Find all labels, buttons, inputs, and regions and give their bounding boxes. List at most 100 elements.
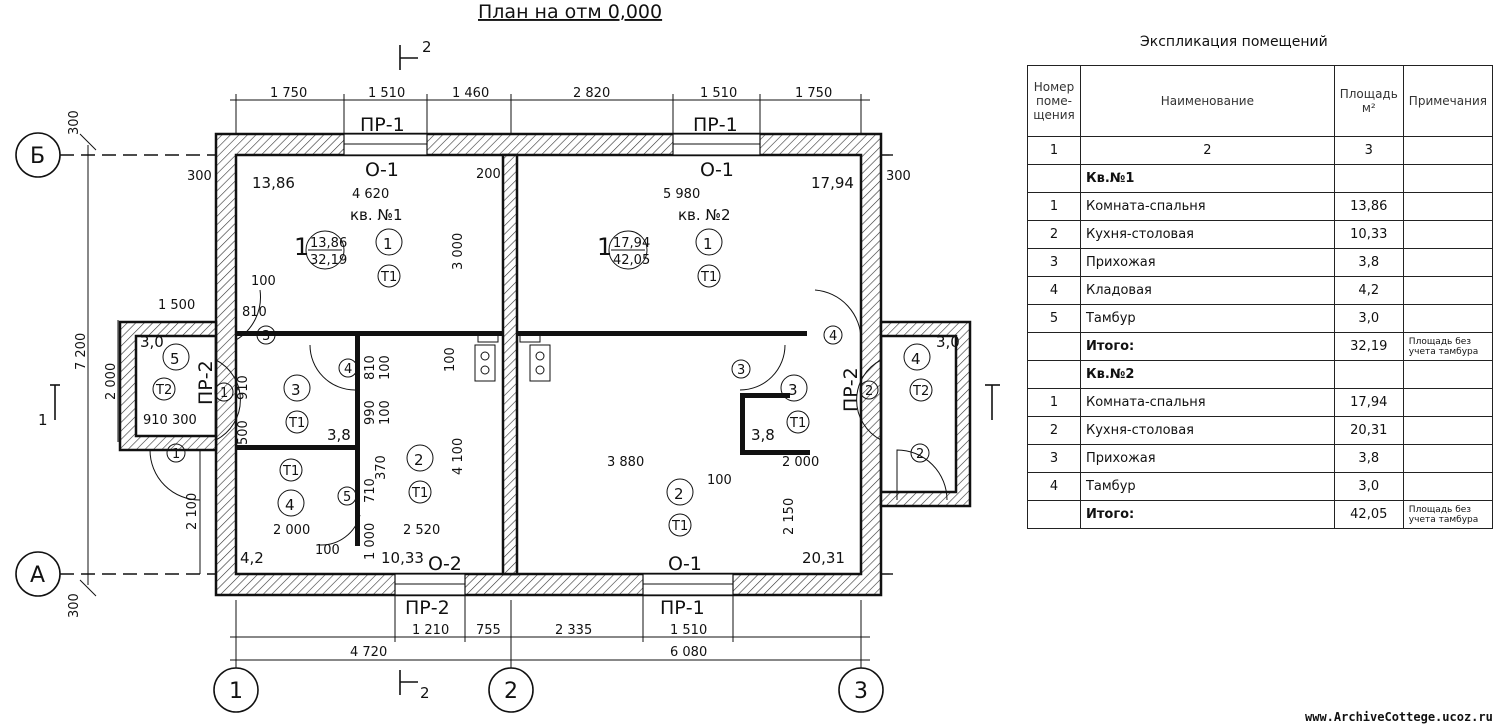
dim-1000: 1 000 [363, 523, 378, 560]
svg-text:T1: T1 [700, 270, 717, 285]
top-dim-4: 2 820 [573, 86, 610, 101]
door-swing-storage [319, 514, 361, 546]
total-row-apt2: Итого: 42,05 Площадь без учета тамбура [1027, 500, 1494, 529]
dim-5980: 5 980 [663, 187, 700, 202]
explication-header-row: Номер поме- щения Наименование Площадь м… [1027, 65, 1494, 137]
dim-810-a: 810 [242, 305, 267, 320]
room-1-apt1: 1 [375, 228, 403, 256]
table-row: 4 Тамбур 3,0 [1027, 472, 1494, 501]
axis-1-label: 1 [229, 679, 243, 704]
dim-4100: 4 100 [451, 438, 466, 475]
door-mark-5: 5 [337, 486, 357, 506]
axis-bubble-2: 2 [488, 667, 534, 713]
dim-500: 500 [236, 420, 251, 445]
apartment-2-label: кв. №2 [678, 206, 731, 224]
axis-b-label: Б [30, 144, 45, 169]
dim-300-c: 300 [172, 413, 197, 428]
party-wall [501, 153, 519, 576]
area-3-8-right: 3,8 [751, 426, 775, 444]
table-row: 1 Комната-спальня 17,94 [1027, 388, 1494, 417]
section-mark-bottom: 2 [399, 670, 430, 702]
dim-100-b: 100 [378, 355, 393, 380]
table-row: 5 Тамбур 3,0 [1027, 304, 1494, 333]
door-mark-1b: 1 [166, 443, 186, 463]
dim-300-right: 300 [886, 169, 911, 184]
pr1-top-left: ПР-1 [360, 114, 405, 136]
explication-table: Номер поме- щения Наименование Площадь м… [1027, 65, 1494, 529]
svg-text:T1: T1 [789, 416, 806, 431]
axis-2-label: 2 [504, 679, 518, 704]
room-2-apt1: 2 [406, 444, 434, 472]
group-header-apt1: Кв.№1 [1027, 164, 1494, 193]
door-mark-4b: 4 [823, 325, 843, 345]
dim-4620: 4 620 [352, 187, 389, 202]
pr1-top-right: ПР-1 [693, 114, 738, 136]
partition-horizontal-right [517, 331, 807, 336]
svg-text:5: 5 [343, 490, 351, 505]
table-row: 3 Прихожая 3,8 [1027, 444, 1494, 473]
svg-text:T2: T2 [912, 384, 929, 399]
room-4-apt2: 4 [903, 343, 931, 371]
door-mark-2: 2 [859, 380, 879, 400]
partition-storage [236, 445, 355, 450]
dim-200: 200 [476, 167, 501, 182]
header-room-number: Номер поме- щения [1027, 65, 1081, 137]
apartment-2-index: 1 [597, 233, 612, 261]
table-row: 3 Прихожая 3,8 [1027, 248, 1494, 277]
explication-index-row: 1 2 3 [1027, 136, 1494, 165]
table-row: 1 Комната-спальня 13,86 [1027, 192, 1494, 221]
partition-hall-right [740, 393, 745, 453]
apartment-1-index: 1 [294, 233, 309, 261]
svg-text:1: 1 [220, 386, 228, 401]
apartment-2-total: 42,05 [613, 253, 650, 268]
type-t1-room3-apt1: T1 [285, 410, 309, 434]
dim-990: 990 [363, 400, 378, 425]
type-t1-room1-apt2: T1 [697, 264, 721, 288]
top-dim-6: 1 750 [795, 86, 832, 101]
left-dim-300-top: 300 [67, 110, 82, 135]
svg-text:3: 3 [262, 329, 270, 344]
pr2-vestibule-right: ПР-2 [840, 367, 862, 412]
plan-title: План на отм 0,000 [478, 1, 662, 23]
type-t1-room1-apt1: T1 [377, 264, 401, 288]
dim-910-a: 910 [236, 375, 251, 400]
svg-text:4: 4 [285, 496, 295, 514]
floor-plan-drawing: План на отм 0,000 2 2 1 Б А 1 2 [15, 1, 1000, 713]
door-swing-vest-inner-left [215, 359, 241, 441]
svg-text:T1: T1 [411, 486, 428, 501]
partition-vertical-left [355, 336, 360, 546]
dim-2520: 2 520 [403, 523, 440, 538]
dim-100-e: 100 [315, 543, 340, 558]
partition-horizontal-left [236, 331, 503, 336]
door-swing-vestibule-right [896, 449, 948, 501]
section-mark-left-label: 1 [38, 411, 48, 429]
bottom-dim-2: 755 [476, 623, 501, 638]
type-t1-room3-apt2: T1 [786, 410, 810, 434]
o1-top-right: О-1 [700, 159, 734, 181]
type-t1-room2-apt1: T1 [408, 480, 432, 504]
dim-100-a: 100 [251, 274, 276, 289]
stove-right [529, 344, 551, 382]
dim-2000-hall: 2 000 [782, 455, 819, 470]
svg-text:4: 4 [829, 329, 837, 344]
svg-text:1: 1 [172, 447, 180, 462]
axis-bubble-b: Б [15, 132, 61, 178]
table-row: 4 Кладовая 4,2 [1027, 276, 1494, 305]
top-dim-3: 1 460 [452, 86, 489, 101]
dim-2150: 2 150 [782, 498, 797, 535]
door-mark-1: 1 [214, 382, 234, 402]
top-dim-2: 1 510 [368, 86, 405, 101]
room-1-apt2: 1 [695, 228, 723, 256]
watermark: www.ArchiveCottege.ucoz.ru [1305, 710, 1493, 724]
dim-3880: 3 880 [607, 455, 644, 470]
room-2-apt2: 2 [666, 478, 694, 506]
o2-bottom-left: О-2 [428, 553, 462, 575]
partition-hall-right-top [740, 393, 790, 398]
left-dim-2000: 2 000 [104, 363, 119, 400]
area-3-0-right: 3,0 [936, 333, 960, 351]
apartment-1-total: 32,19 [310, 253, 347, 268]
header-name: Наименование [1079, 65, 1335, 137]
svg-text:2: 2 [916, 447, 924, 462]
svg-text:T1: T1 [671, 519, 688, 534]
svg-text:1: 1 [383, 235, 393, 253]
